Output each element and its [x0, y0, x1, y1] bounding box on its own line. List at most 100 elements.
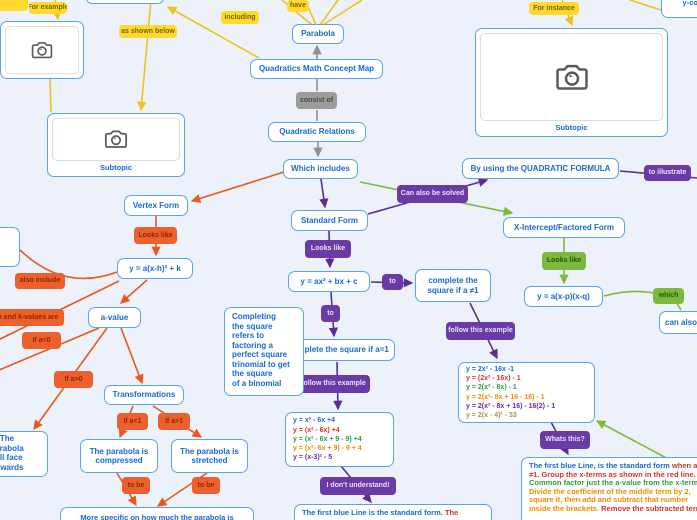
node-quadratic-relations[interactable]: Quadratic Relations	[268, 122, 366, 142]
node-parabola-faces-upwards[interactable]: Theparabolawill faceupwards	[0, 431, 48, 477]
edge-label-have[interactable]: have	[287, 0, 309, 12]
node-standard-form[interactable]: Standard Form	[291, 210, 368, 231]
node-factored-formula[interactable]: y = a(x-p)(x-q)	[524, 286, 603, 307]
edge-label-whats-this[interactable]: Whats this?	[540, 431, 590, 449]
edge-label-if-a-lt-0[interactable]: If a<0	[22, 332, 61, 349]
edge-label-if-a-lt-1[interactable]: If a<1	[117, 413, 148, 430]
edge-label-h-and-k-values[interactable]: h and k-values are	[0, 309, 64, 326]
subtopic-image-node-small[interactable]	[0, 21, 84, 79]
edge-label-consist-of[interactable]: consist of	[296, 92, 337, 109]
node-which-includes[interactable]: Which includes	[283, 159, 358, 179]
edge-label-to-be-1[interactable]: to be	[122, 477, 150, 494]
edge-label-to-be-2[interactable]: to be	[192, 477, 220, 494]
text-line: y = (x² - 6x) +4	[293, 426, 340, 434]
text-span: The	[444, 508, 459, 517]
text-line: y = 2x² - 16x -1	[466, 365, 515, 373]
node-concept-map-root[interactable]: Quadratics Math Concept Map	[250, 59, 383, 79]
text-span: The first blue Line, is the standard for…	[529, 461, 672, 470]
text-line: y = (x²- 6x + 9) - 9 + 4	[293, 445, 362, 453]
node-standard-formula[interactable]: y = ax² + bx + c	[288, 271, 370, 292]
text-span: Common factor just the a-value from the …	[529, 478, 697, 488]
text-line: will face	[0, 453, 23, 462]
text-line: refers to	[232, 331, 265, 340]
edge-label-can-also-be-solved[interactable]: Can also be solved	[397, 185, 468, 203]
edge-label-to-vertical[interactable]: to	[321, 305, 340, 322]
subtopic-image-node-right[interactable]: Subtopic	[475, 28, 668, 137]
subtopic-image-node-left[interactable]: Subtopic	[47, 113, 185, 177]
node-label: a-value	[100, 312, 129, 322]
node-parabola-stretched[interactable]: The parabola is stretched	[171, 439, 248, 473]
text-line: y = (2x² - 16x) - 1	[466, 375, 521, 383]
edge-label-for-instance[interactable]: For instance	[529, 2, 579, 15]
edge-label-i-dont-understand[interactable]: I don't understand!	[320, 477, 396, 495]
node-label: y = ax² + bx + c	[300, 276, 358, 286]
node-cutoff-left-edge[interactable]	[0, 227, 20, 267]
text-span: Divide the coefficient of the middle ter…	[529, 486, 691, 513]
subtopic-caption: Subtopic	[99, 162, 133, 172]
text-line: of a binomial	[232, 378, 282, 388]
edge-label-follow-this-example-2[interactable]: follow this example	[446, 322, 515, 340]
edge-label-also-include[interactable]: also include	[15, 273, 65, 289]
node-more-specific[interactable]: More specific on how much the parabola i…	[60, 507, 254, 520]
node-note-standard-form[interactable]: The first blue Line is the standard form…	[294, 504, 492, 520]
node-x-intercept-factored-form[interactable]: X-Intercept/Factored Form	[503, 217, 625, 238]
edge-label-to-illustrate[interactable]: to illustrate	[644, 165, 691, 181]
text-line: upwards	[0, 462, 24, 472]
edge-label-which[interactable]: which	[653, 288, 684, 304]
image-placeholder	[52, 118, 180, 161]
text-line: perfect square	[232, 350, 288, 359]
node-parabola[interactable]: Parabola	[292, 24, 344, 44]
node-note-explanation[interactable]: The first blue Line, is the standard for…	[521, 457, 697, 520]
node-label: Parabola	[301, 29, 335, 39]
node-a-value[interactable]: a-value	[88, 307, 141, 328]
camera-icon	[555, 64, 588, 90]
edge-label-if-a-gt-0[interactable]: If a>0	[54, 371, 93, 388]
text-line: y = 2(x²- 8x + 16 - 16) - 1	[466, 393, 545, 401]
node-can-also-cutoff[interactable]: can also	[659, 311, 697, 334]
node-label: Vertex Form	[132, 200, 180, 210]
text-line: y = x² - 6x +4	[293, 417, 336, 425]
edge-label-looks-like-standard[interactable]: Looks like	[305, 240, 351, 258]
text-line: y = 2(x² - 8x) - 1	[466, 384, 517, 392]
node-label: By using the QUADRATIC FORMULA	[470, 163, 611, 173]
node-cutoff-top-left[interactable]	[86, 0, 164, 4]
text-line: Completing	[232, 312, 276, 321]
edge-label-for-example[interactable]: For example	[29, 2, 67, 14]
text-line: y = 2(x² - 8x + 16) - 16(2) - 1	[466, 402, 556, 410]
image-placeholder	[5, 26, 79, 74]
node-quadratic-formula[interactable]: By using the QUADRATIC FORMULA	[462, 158, 619, 179]
node-label: can also	[665, 317, 697, 327]
image-placeholder	[480, 33, 663, 121]
subtopic-caption: Subtopic	[555, 122, 588, 132]
node-label: y = a(x-h)² + k	[129, 263, 181, 273]
text-line: parabola	[0, 443, 24, 453]
node-vertex-form[interactable]: Vertex Form	[124, 195, 188, 216]
edge-label-as-shown-below[interactable]: as shown below	[119, 25, 177, 38]
node-y-coordinate-cutoff[interactable]: y-coor	[661, 0, 697, 18]
edge-label-including[interactable]: including	[221, 11, 259, 24]
node-label: complete the square if a ≠1	[427, 276, 479, 295]
node-vertex-formula[interactable]: y = a(x-h)² + k	[117, 258, 193, 279]
camera-icon	[31, 42, 53, 59]
text-line: y = (x-3)² - 5	[293, 454, 333, 462]
node-complete-square-a-ne-1[interactable]: complete the square if a ≠1	[415, 269, 491, 302]
edge-label-looks-like-factored[interactable]: Looks like	[542, 252, 586, 270]
text-span: when a ≠1. Group the x-terms as shown in…	[529, 461, 697, 479]
edge-label-looks-like-vertex[interactable]: Looks like	[134, 227, 177, 244]
text-line: y = (x² - 6x + 9 - 9) +4	[293, 435, 362, 443]
edge-label-to-horizontal[interactable]: to	[382, 274, 403, 290]
node-label: Standard Form	[301, 215, 358, 225]
text-line: the square	[232, 369, 273, 378]
edge-label-follow-this-example-1[interactable]: Follow this example	[295, 375, 370, 393]
node-label: y = a(x-p)(x-q)	[537, 291, 590, 301]
node-label: complete the square if a=1	[288, 345, 389, 355]
node-parabola-compressed[interactable]: The parabola is compressed	[80, 439, 158, 473]
node-transformations[interactable]: Transformations	[104, 385, 184, 405]
text-span: Remove the subtracted term	[601, 503, 697, 513]
edge-label-if-a-gt-1[interactable]: If a>1	[158, 413, 190, 430]
text-line: y = 2(x - 4)² - 33	[466, 411, 517, 419]
edge-label-partial-corner[interactable]	[0, 0, 28, 11]
